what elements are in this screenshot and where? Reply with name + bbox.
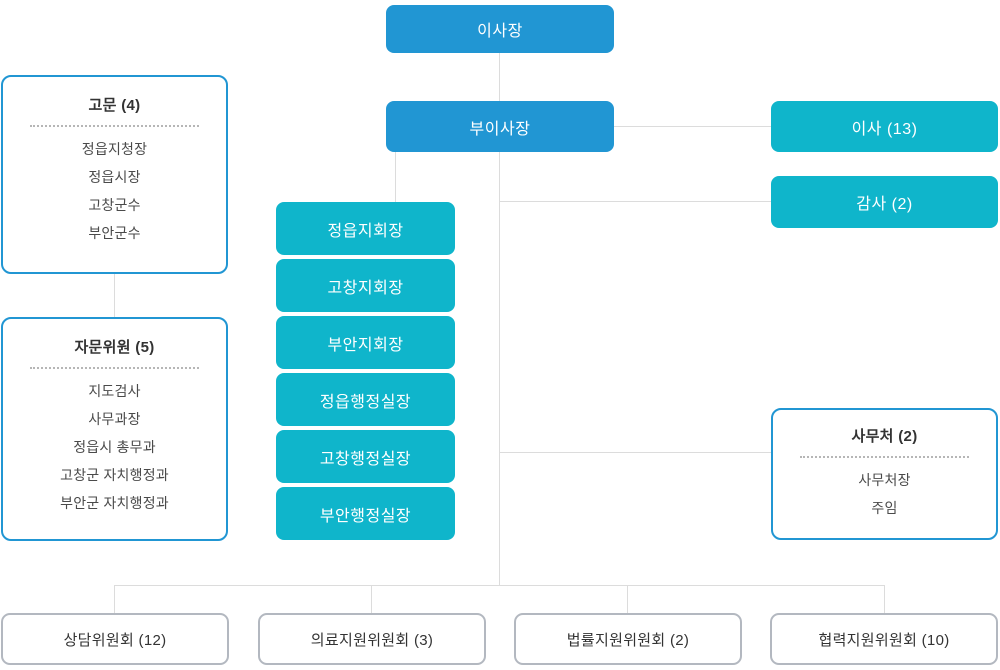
dotted-divider: [29, 367, 200, 369]
node-branch-gochang-chief: 고창지회장: [276, 259, 455, 312]
node-branch-jeongeup-admin: 정읍행정실장: [276, 373, 455, 426]
advisory-member: 사무과장: [88, 411, 141, 427]
advisor-member: 고창군수: [88, 197, 141, 213]
panel-secretariat-title: 사무처 (2): [851, 428, 918, 445]
connector-line: [884, 585, 885, 613]
advisor-member: 정읍지청장: [81, 141, 148, 157]
connector-line: [114, 585, 115, 613]
advisory-member: 고창군 자치행정과: [60, 467, 169, 483]
connector-line: [395, 152, 396, 202]
panel-advisory-committee-title: 자문위원 (5): [74, 339, 155, 356]
panel-secretariat: 사무처 (2) 사무처장 주임: [771, 408, 998, 540]
dotted-divider: [799, 456, 970, 458]
node-branch-jeongeup-chief: 정읍지회장: [276, 202, 455, 255]
committee-medical-support: 의료지원위원회 (3): [258, 613, 486, 665]
node-auditors: 감사 (2): [771, 176, 998, 228]
node-branch-buan-chief: 부안지회장: [276, 316, 455, 369]
panel-advisory-committee: 자문위원 (5) 지도검사 사무과장 정읍시 총무과 고창군 자치행정과 부안군…: [1, 317, 228, 541]
connector-line: [500, 452, 771, 453]
committee-cooperation-support: 협력지원위원회 (10): [770, 613, 998, 665]
connector-line: [114, 274, 115, 317]
advisory-member: 부안군 자치행정과: [60, 495, 169, 511]
dotted-divider: [29, 125, 200, 127]
secretariat-member: 사무처장: [858, 472, 911, 488]
secretariat-member: 주임: [871, 500, 898, 516]
connector-line: [627, 585, 628, 613]
committee-counseling: 상담위원회 (12): [1, 613, 229, 665]
panel-advisors-title: 고문 (4): [88, 97, 141, 114]
connector-line: [500, 201, 771, 202]
connector-line: [614, 126, 771, 127]
panel-advisors: 고문 (4) 정읍지청장 정읍시장 고창군수 부안군수: [1, 75, 228, 274]
node-chairman: 이사장: [386, 5, 614, 53]
node-branch-buan-admin: 부안행정실장: [276, 487, 455, 540]
node-vice-chairman: 부이사장: [386, 101, 614, 152]
connector-line: [114, 585, 885, 586]
connector-line: [371, 585, 372, 613]
advisor-member: 부안군수: [88, 225, 141, 241]
committee-legal-support: 법률지원위원회 (2): [514, 613, 742, 665]
node-directors: 이사 (13): [771, 101, 998, 152]
advisory-member: 지도검사: [88, 383, 141, 399]
connector-line: [499, 53, 500, 101]
connector-line: [499, 152, 500, 585]
advisory-member: 정읍시 총무과: [73, 439, 156, 455]
node-branch-gochang-admin: 고창행정실장: [276, 430, 455, 483]
advisor-member: 정읍시장: [88, 169, 141, 185]
